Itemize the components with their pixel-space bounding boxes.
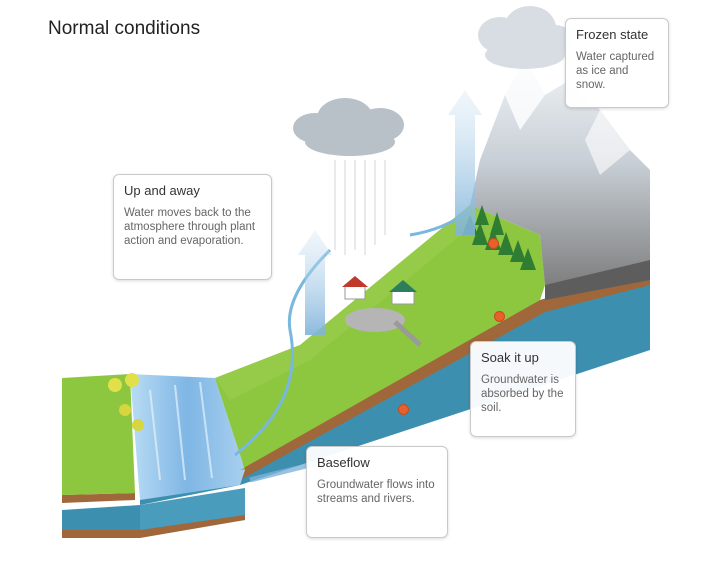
rain-cloud <box>293 98 404 156</box>
marker-soil <box>494 311 505 322</box>
marker-frozen <box>488 238 499 249</box>
callout-body: Water moves back to the atmosphere throu… <box>124 207 256 247</box>
callout-body: Groundwater is absorbed by the soil. <box>481 374 564 414</box>
left-meadow <box>62 374 135 495</box>
callout-soak-it-up: Soak it up Groundwater is absorbed by th… <box>470 341 576 437</box>
marker-groundwater <box>398 404 409 415</box>
callout-frozen-state: Frozen state Water captured as ice and s… <box>565 18 669 108</box>
mountain-cloud <box>478 6 573 69</box>
rain <box>334 160 386 255</box>
evaporation-arrows <box>298 90 482 335</box>
page-title: Normal conditions <box>48 18 201 39</box>
callout-body: Groundwater flows into streams and river… <box>317 479 435 505</box>
callout-body: Water captured as ice and snow. <box>576 51 655 91</box>
soil-layer <box>62 270 650 538</box>
callout-heading: Up and away <box>124 183 200 198</box>
callout-heading: Frozen state <box>576 27 649 42</box>
callout-heading: Soak it up <box>481 350 539 365</box>
callout-up-and-away: Up and away Water moves back to the atmo… <box>113 174 272 280</box>
town <box>342 276 422 347</box>
callout-heading: Baseflow <box>317 455 370 470</box>
riverside-trees <box>108 373 144 431</box>
callout-baseflow: Baseflow Groundwater flows into streams … <box>306 446 448 538</box>
river <box>130 374 245 500</box>
mountain <box>470 60 650 300</box>
